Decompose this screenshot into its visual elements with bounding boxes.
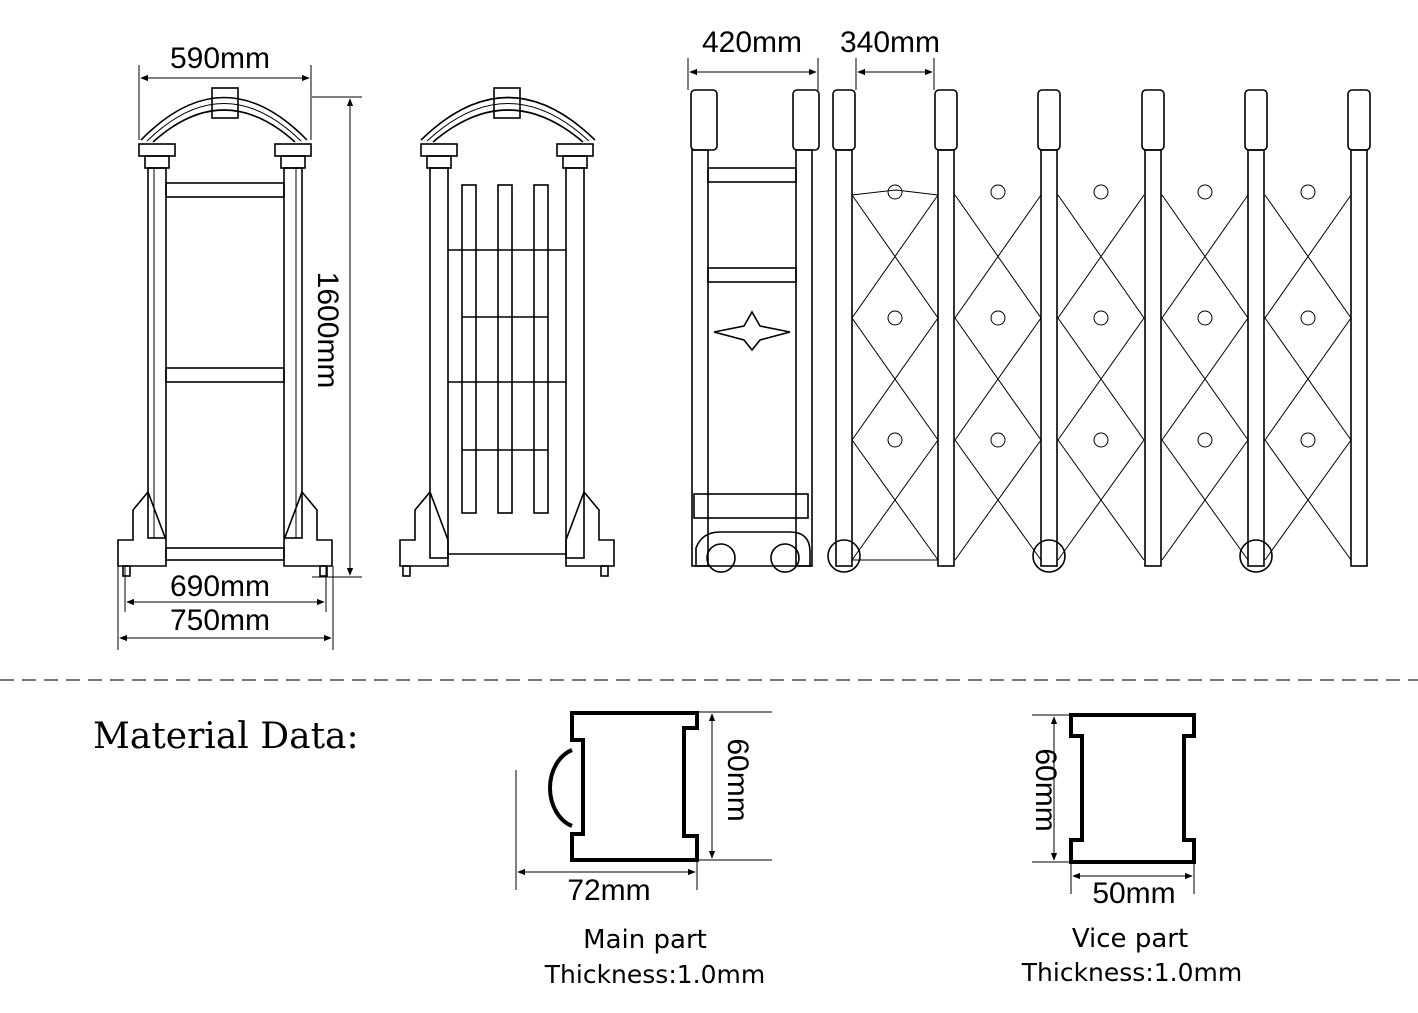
- material-heading: Material Data:: [93, 716, 359, 757]
- gate-posts: [827, 89, 1371, 573]
- vice-part-name: Vice part: [1072, 924, 1188, 954]
- vice-width-label: 50mm: [1092, 877, 1175, 910]
- dim-head-width: 420mm: [702, 26, 802, 59]
- main-width-label: 72mm: [567, 874, 650, 907]
- dim-base-outer: 750mm: [170, 604, 270, 637]
- main-part-profile: 72mm 60mm Main part Thickness:1.0mm: [515, 711, 772, 989]
- dim-section-spacing: 340mm: [840, 26, 940, 59]
- vice-part-profile: 60mm 50mm Vice part Thickness:1.0mm: [1021, 713, 1242, 987]
- dim-arch-width: 590mm: [170, 42, 270, 75]
- main-part-thickness: Thickness:1.0mm: [544, 960, 765, 989]
- main-height-label: 60mm: [721, 738, 754, 821]
- scissor-lattice: [851, 184, 1352, 561]
- side-view-retractable-gate: [690, 89, 1371, 573]
- front-view-lattice: [399, 87, 615, 577]
- front-view-frame: [117, 87, 333, 577]
- top-dimension-lines: 590mm 1600mm 690mm 750mm 420mm 340mm: [117, 26, 940, 650]
- vice-height-label: 60mm: [1029, 748, 1062, 831]
- dim-base-inner: 690mm: [170, 570, 270, 603]
- dim-height: 1600mm: [311, 272, 344, 389]
- main-part-name: Main part: [583, 925, 707, 955]
- vice-part-thickness: Thickness:1.0mm: [1021, 958, 1242, 987]
